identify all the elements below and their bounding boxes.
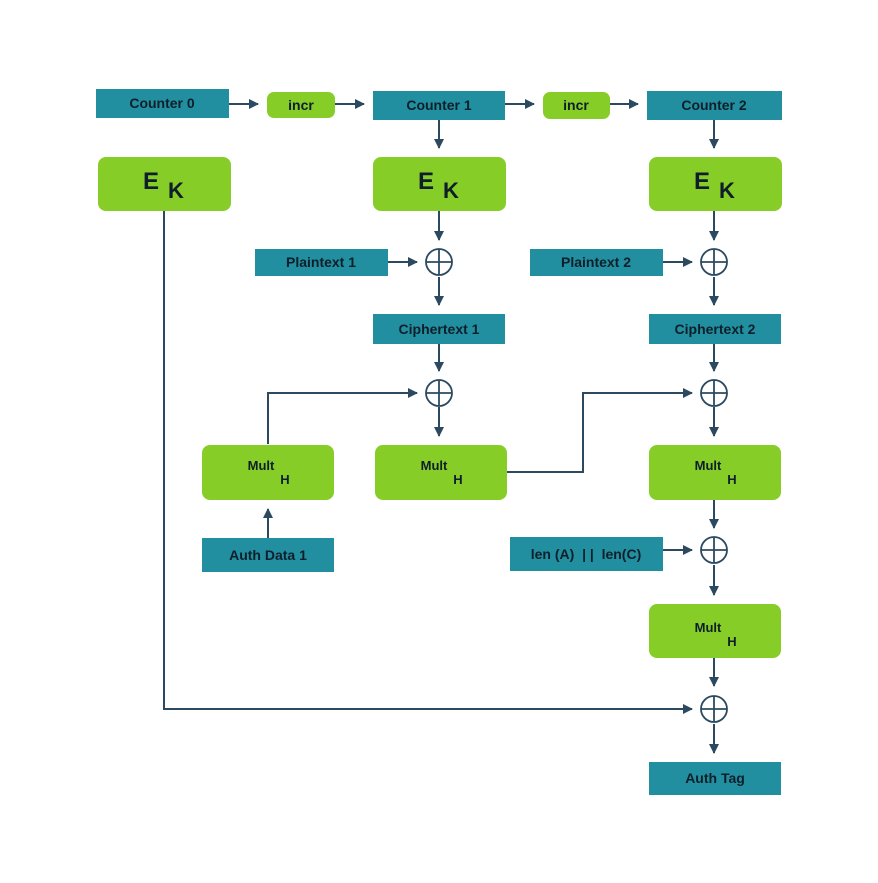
arrow-mult-mid-xor [507, 388, 693, 473]
auth-tag-box: Auth Tag [649, 762, 781, 795]
ek-sub-label: K [443, 178, 459, 203]
xor-icon [700, 248, 728, 276]
ciphertext1-label: Ciphertext 1 [399, 321, 480, 337]
mult-label: Mult [695, 458, 722, 473]
counter1-box: Counter 1 [373, 91, 505, 120]
plaintext2-label: Plaintext 2 [561, 254, 631, 270]
mult-h-mid: Mult H [375, 445, 507, 500]
mult-sub-label: H [453, 472, 462, 487]
ciphertext1-box: Ciphertext 1 [373, 314, 505, 344]
counter2-label: Counter 2 [681, 97, 747, 113]
mult-label: Mult [248, 458, 275, 473]
mult-sub-label: H [727, 634, 736, 649]
auth-data1-box: Auth Data 1 [202, 538, 334, 572]
mult-h-right: Mult H [649, 445, 781, 500]
plaintext1-box: Plaintext 1 [255, 249, 388, 276]
xor-icon [425, 379, 453, 407]
ek-main-label: E [418, 168, 434, 195]
len-label: len (A) | | len(C) [531, 546, 642, 562]
mult-sub-label: H [727, 472, 736, 487]
mult-label: Mult [421, 458, 448, 473]
incr2-label: incr [563, 97, 589, 113]
mult-h-final: Mult H [649, 604, 781, 658]
ek-block-2: E K [649, 157, 782, 211]
ek-sub-label: K [168, 178, 184, 203]
auth-tag-label: Auth Tag [685, 770, 745, 786]
plaintext1-label: Plaintext 1 [286, 254, 356, 270]
incr1-label: incr [288, 97, 314, 113]
mult-sub-label: H [280, 472, 289, 487]
mult-h-left: Mult H [202, 445, 334, 500]
counter1-label: Counter 1 [406, 97, 472, 113]
arrow-ek0-xor-final [163, 211, 693, 714]
mult-label: Mult [695, 620, 722, 635]
ek-main-label: E [694, 168, 710, 195]
len-box: len (A) | | len(C) [510, 537, 663, 571]
arrow-mult-left-xor [267, 388, 418, 444]
ciphertext2-box: Ciphertext 2 [649, 314, 781, 344]
ek-block-1: E K [373, 157, 506, 211]
auth-data1-label: Auth Data 1 [229, 547, 307, 563]
incr2-box: incr [543, 92, 610, 119]
plaintext2-box: Plaintext 2 [530, 249, 663, 276]
ek-main-label: E [143, 168, 159, 195]
counter2-box: Counter 2 [647, 91, 782, 120]
incr1-box: incr [267, 92, 335, 118]
ek-sub-label: K [719, 178, 735, 203]
ciphertext2-label: Ciphertext 2 [675, 321, 756, 337]
connectors [163, 99, 719, 754]
counter0-label: Counter 0 [129, 95, 195, 111]
xor-icon [700, 536, 728, 564]
ek-block-0: E K [98, 157, 231, 211]
counter0-box: Counter 0 [96, 89, 229, 118]
xor-icon [700, 695, 728, 723]
xor-icon [700, 379, 728, 407]
xor-icon [425, 248, 453, 276]
